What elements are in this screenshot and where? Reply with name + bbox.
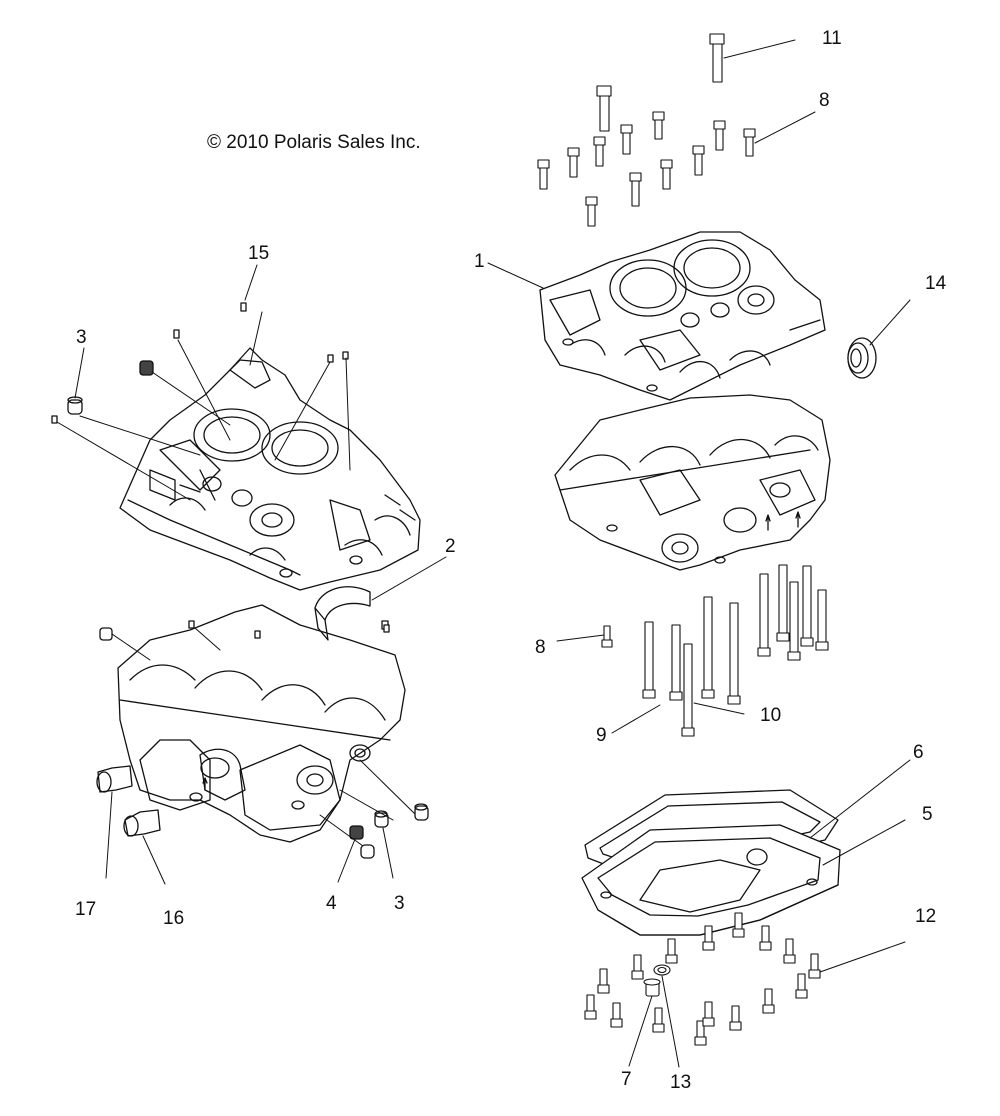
upper-bolt-set <box>538 34 755 226</box>
oil-seal <box>848 338 876 378</box>
callout-15: 15 <box>248 243 270 264</box>
right-upper-crankcase <box>540 232 825 400</box>
callout-14: 14 <box>925 273 947 294</box>
callout-12: 12 <box>915 906 937 927</box>
oil-pan <box>582 825 840 935</box>
left-lower-crankcase <box>118 605 405 842</box>
oil-pan-hardware <box>585 913 820 1045</box>
callout-13: 13 <box>670 1072 692 1093</box>
callout-10: 10 <box>760 705 782 726</box>
callout-3-upper: 3 <box>76 327 87 348</box>
copyright-notice: © 2010 Polaris Sales Inc. <box>207 132 421 153</box>
callout-8-upper: 8 <box>819 90 830 111</box>
right-lower-crankcase <box>555 395 830 570</box>
callout-1: 1 <box>474 251 485 272</box>
callout-3-lower: 3 <box>394 893 405 914</box>
callout-16: 16 <box>163 908 185 929</box>
callout-11: 11 <box>822 28 842 49</box>
left-upper-crankcase <box>120 348 420 590</box>
leader-lines <box>56 39 911 1068</box>
callout-17: 17 <box>75 899 97 920</box>
callout-6: 6 <box>913 742 924 763</box>
callout-4: 4 <box>326 893 337 914</box>
callout-5: 5 <box>922 804 933 825</box>
callout-8-lower: 8 <box>535 637 546 658</box>
left-hardware <box>52 303 428 858</box>
callout-2: 2 <box>445 536 456 557</box>
lower-bolt-set <box>602 565 828 736</box>
callout-9: 9 <box>596 725 607 746</box>
callout-7: 7 <box>621 1069 632 1090</box>
